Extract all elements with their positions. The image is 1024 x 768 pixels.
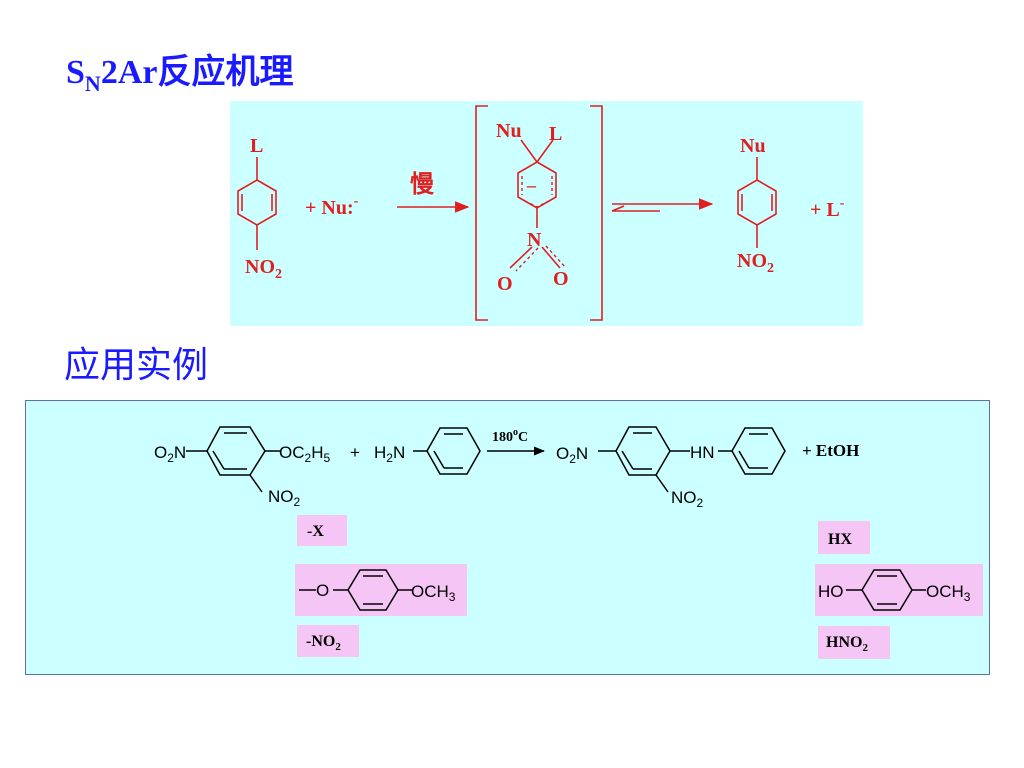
substrate-no2: NO2 (268, 487, 301, 509)
intermediate-charge: – (526, 175, 537, 195)
substrate-o2n: O2N (154, 443, 186, 465)
right-group1-box (818, 521, 870, 554)
left-group2-ring (299, 569, 412, 611)
reactant-ring (237, 157, 277, 250)
right-group2-box (815, 564, 983, 616)
left-group3: -NO2 (306, 633, 341, 653)
right-group3: HNO2 (826, 634, 868, 654)
right-group1: HX (828, 531, 852, 548)
reactant-leaving-group: L (250, 135, 263, 157)
right-group3-box (818, 626, 890, 659)
substrate-oc2h5: OC2H5 (279, 443, 330, 465)
product-no2: NO2 (737, 250, 774, 276)
examples-title: 应用实例 (64, 345, 209, 385)
slow-step-label: 慢 (410, 170, 435, 198)
left-group2-box (295, 564, 467, 616)
intermediate-nu: Nu (496, 120, 522, 142)
mechanism-title: SN2Ar反应机理 (66, 54, 294, 96)
intermediate-l: L (549, 123, 562, 145)
product-ring-right (718, 427, 786, 475)
intermediate-o-right: O (553, 268, 569, 290)
aniline-ring (413, 427, 481, 475)
reaction-condition: 180oC (492, 427, 528, 445)
left-group2-och3: OCH3 (411, 582, 456, 604)
right-group2-ho: HO (818, 582, 844, 601)
right-group2-och3: OCH3 (926, 582, 971, 604)
bracket-left (475, 105, 488, 321)
plus-sign-1: + (350, 443, 360, 462)
reverse-arrow (611, 205, 660, 212)
intermediate-n: N (527, 229, 542, 251)
product-ring-left (598, 426, 690, 493)
mechanism-panel (230, 101, 863, 326)
left-group1: -X (307, 523, 324, 540)
bracket-right (590, 105, 603, 321)
right-group2-ring (846, 569, 926, 611)
intermediate-o-left: O (497, 273, 513, 295)
product-nu: Nu (740, 135, 766, 157)
left-group1-box (297, 515, 347, 546)
product-o2n: O2N (556, 444, 588, 466)
leaving-ion: + L- (810, 196, 845, 221)
aniline-h2n: H2N (374, 443, 405, 465)
left-group3-box (297, 625, 359, 657)
intermediate-ring (509, 139, 561, 269)
left-group2-o: O (316, 581, 329, 600)
delocalized-bonds (515, 176, 567, 272)
reactant-no2: NO2 (245, 256, 282, 282)
substrate-ring (186, 426, 280, 493)
product-ring (737, 157, 777, 248)
byproduct-etoh: + EtOH (802, 441, 859, 460)
product-hn: HN (690, 443, 715, 462)
product-no2-example: NO2 (671, 488, 704, 510)
nucleophile: + Nu:- (305, 194, 359, 219)
